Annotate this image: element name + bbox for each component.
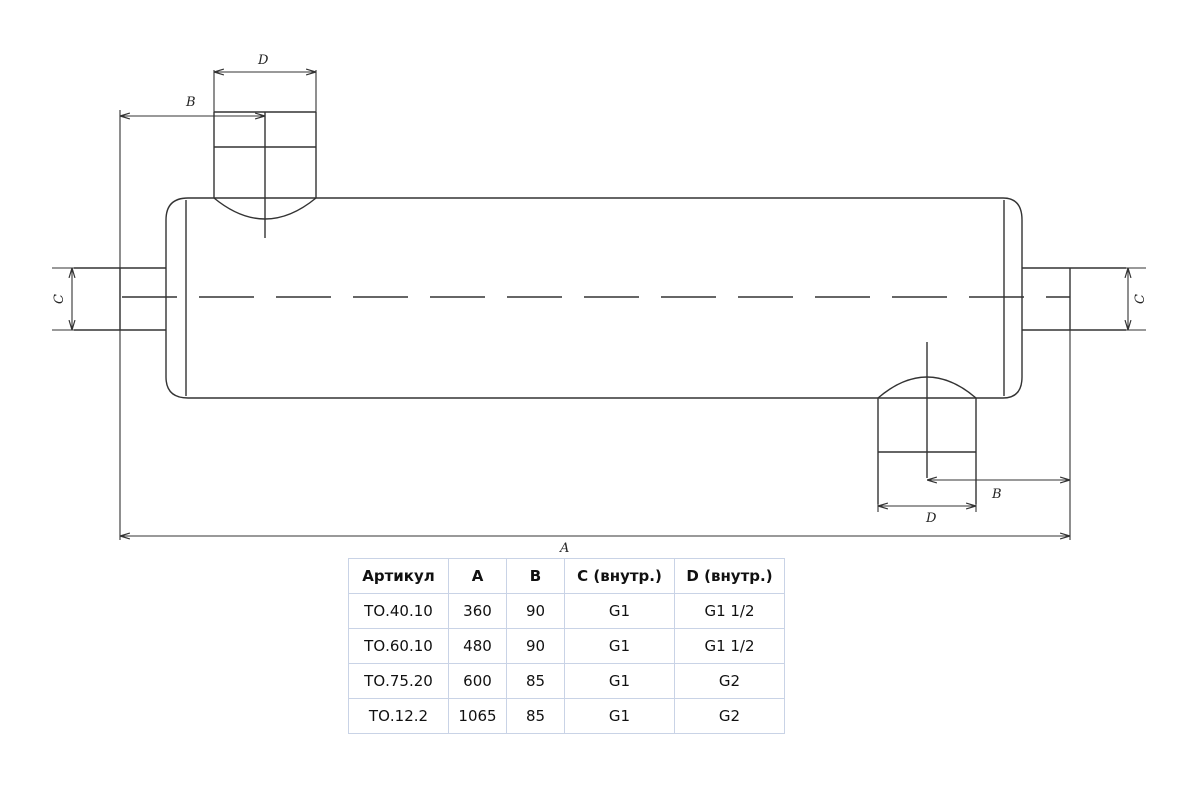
- dimension-lines: [72, 72, 1128, 536]
- cell-a: 600: [448, 663, 507, 699]
- cell-article: ТО.60.10: [348, 628, 449, 664]
- table-row: ТО.40.10 360 90 G1 G1 1/2: [348, 593, 785, 629]
- table-row: ТО.12.2 1065 85 G1 G2: [348, 698, 785, 734]
- extension-lines: [52, 70, 1146, 540]
- cell-b: 85: [506, 663, 565, 699]
- cell-b: 90: [506, 628, 565, 664]
- header-c: C (внутр.): [564, 558, 675, 594]
- cell-d: G1 1/2: [674, 628, 785, 664]
- dim-label-d-bottom: D: [925, 511, 937, 526]
- cell-a: 360: [448, 593, 507, 629]
- top-nozzle: [213, 111, 317, 238]
- cell-article: ТО.75.20: [348, 663, 449, 699]
- header-a: A: [448, 558, 507, 594]
- table-row: ТО.75.20 600 85 G1 G2: [348, 663, 785, 699]
- header-b: B: [506, 558, 565, 594]
- dim-label-c-right: C: [1133, 294, 1148, 304]
- dim-label-d-top: D: [257, 53, 269, 68]
- spec-table: Артикул A B C (внутр.) D (внутр.) ТО.40.…: [348, 558, 785, 734]
- cell-c: G1: [564, 593, 675, 629]
- table-row: ТО.60.10 480 90 G1 G1 1/2: [348, 628, 785, 664]
- cell-d: G2: [674, 663, 785, 699]
- table-header-row: Артикул A B C (внутр.) D (внутр.): [348, 558, 785, 594]
- bottom-nozzle: [877, 342, 977, 504]
- cell-d: G2: [674, 698, 785, 734]
- cell-d: G1 1/2: [674, 593, 785, 629]
- dim-label-c-left: C: [52, 294, 67, 304]
- dim-label-b-top: B: [185, 95, 196, 110]
- header-d: D (внутр.): [674, 558, 785, 594]
- cell-b: 85: [506, 698, 565, 734]
- heat-exchanger-drawing: A B D B D C C: [52, 53, 1148, 556]
- shell-body: [165, 197, 1023, 399]
- cell-c: G1: [564, 628, 675, 664]
- cell-article: ТО.40.10: [348, 593, 449, 629]
- header-article: Артикул: [348, 558, 449, 594]
- cell-c: G1: [564, 698, 675, 734]
- cell-c: G1: [564, 663, 675, 699]
- cell-a: 1065: [448, 698, 507, 734]
- cell-b: 90: [506, 593, 565, 629]
- cell-article: ТО.12.2: [348, 698, 449, 734]
- cell-a: 480: [448, 628, 507, 664]
- right-nozzle: [1022, 267, 1126, 331]
- dim-label-a: A: [559, 541, 569, 556]
- dim-label-b-bottom: B: [991, 487, 1002, 502]
